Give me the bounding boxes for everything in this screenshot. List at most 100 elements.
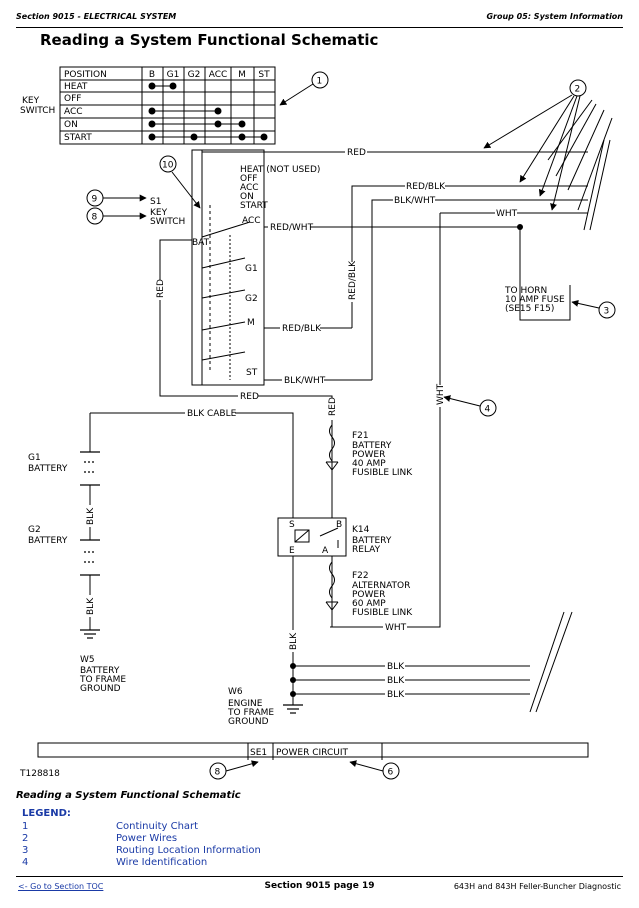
wire-label: BLK/WHT — [394, 196, 436, 206]
terminal-acc: ACC — [242, 216, 261, 226]
junction-dot — [290, 691, 296, 697]
legend-number: 2 — [22, 833, 29, 844]
wire-label: BLK — [289, 632, 299, 650]
terminal-g1: G1 — [245, 264, 258, 274]
switch-position-acc: ACC — [240, 183, 259, 193]
callout-2 — [569, 79, 587, 97]
f22-desc: FUSIBLE LINK — [352, 608, 413, 618]
figure-id: T128818 — [19, 769, 60, 779]
continuity-dot — [238, 120, 246, 128]
chart-row-label: OFF — [64, 94, 81, 104]
legend: 1 Continuity Chart 2 Power Wires 3 Routi… — [22, 821, 342, 869]
chart-row-label: ON — [64, 120, 78, 130]
chart-column-header: G2 — [188, 70, 201, 80]
footer-document-title: 643H and 843H Feller-Buncher Diagnostic — [453, 882, 621, 891]
switch-position-on: ON — [240, 192, 254, 202]
k14-terminal-s: S — [289, 520, 295, 530]
f21-desc: BATTERY — [352, 441, 392, 451]
legend-text: Wire Identification — [116, 857, 208, 868]
callout-2-number: 2 — [575, 85, 581, 95]
continuity-dot — [190, 133, 198, 141]
wire-label: BLK CABLE — [187, 409, 237, 419]
k14-terminal-e: E — [289, 546, 295, 556]
wire-label: RED — [347, 148, 366, 158]
legend-item: 3 Routing Location Information — [22, 845, 342, 857]
f22-id: F22 — [352, 571, 369, 581]
w6-desc: GROUND — [228, 717, 269, 727]
horn-label: TO HORN — [504, 286, 547, 296]
terminal-m: M — [247, 318, 255, 328]
callout-6-number: 6 — [388, 768, 394, 778]
f22-desc: 60 AMP — [352, 599, 386, 609]
g1-id: G1 — [28, 453, 41, 463]
callout-1-number: 1 — [317, 77, 323, 87]
continuity-dot — [238, 133, 246, 141]
continuity-dot — [214, 107, 222, 115]
wire-label: WHT — [436, 383, 446, 405]
wire-label: BLK — [387, 662, 405, 672]
k14-terminal-b: B — [336, 520, 342, 530]
legend-number: 1 — [22, 821, 29, 832]
chart-column-header: B — [149, 70, 155, 80]
wiring — [89, 151, 588, 705]
legend-text: Routing Location Information — [116, 845, 261, 856]
wire-label: BLK/WHT — [284, 376, 326, 386]
chart-column-header: G1 — [167, 70, 180, 80]
f22-desc: ALTERNATOR — [352, 581, 410, 591]
wire-label: WHT — [496, 209, 518, 219]
legend-item: 1 Continuity Chart — [22, 821, 342, 833]
chart-column-header: M — [238, 70, 246, 80]
k14-terminal-a: A — [322, 546, 329, 556]
callout-1 — [311, 71, 329, 89]
switch-position-start: START — [240, 201, 268, 211]
callout-9-number: 9 — [92, 195, 98, 205]
header-rule — [16, 27, 623, 28]
wire-label: BLK — [387, 676, 405, 686]
header-section: Section 9015 - ELECTRICAL SYSTEM — [16, 12, 177, 21]
chart-position-label: POSITION — [64, 70, 107, 80]
f21-desc: FUSIBLE LINK — [352, 468, 413, 478]
chart-row-label: START — [64, 133, 92, 143]
f21-desc: 40 AMP — [352, 459, 386, 469]
continuity-dot — [148, 133, 156, 141]
wire-label: RED/WHT — [270, 223, 314, 233]
junction-dot — [517, 224, 523, 230]
g2-id: G2 — [28, 525, 41, 535]
wire-label: RED/BLK — [406, 182, 446, 192]
continuity-dot — [214, 120, 222, 128]
wire-label: RED — [240, 392, 259, 402]
continuity-dot — [148, 120, 156, 128]
circuit-bar — [37, 742, 589, 760]
key-switch-name: KEY — [150, 208, 168, 218]
g1-desc: BATTERY — [28, 464, 68, 474]
k14-desc: RELAY — [352, 545, 381, 555]
section-toc-link[interactable]: <- Go to Section TOC — [18, 882, 104, 891]
legend-number: 3 — [22, 845, 29, 856]
key-switch-id: S1 — [150, 197, 161, 207]
switch-position-heat: HEAT (NOT USED) — [240, 165, 320, 175]
w6-id: W6 — [228, 687, 243, 697]
continuity-dot — [260, 133, 268, 141]
callout-10-number: 10 — [162, 161, 174, 171]
wire-label: BLK — [86, 507, 96, 525]
figure-caption: Reading a System Functional Schematic — [16, 790, 241, 801]
terminal-st: ST — [246, 368, 258, 378]
f21-id: F21 — [352, 431, 369, 441]
k14-desc: BATTERY — [352, 536, 392, 546]
wire-label: RED — [328, 397, 338, 416]
callout-4 — [479, 399, 497, 417]
f21-desc: POWER — [352, 450, 385, 460]
wire-label: WHT — [385, 623, 407, 633]
callout-10 — [159, 155, 177, 173]
horn-label: (SE15 F15) — [505, 304, 554, 314]
wire-label: RED/BLK — [282, 324, 322, 334]
wire-label: RED — [156, 279, 166, 298]
wire-label: RED/BLK — [348, 260, 358, 300]
legend-text: Continuity Chart — [116, 821, 199, 832]
continuity-chart — [59, 66, 276, 145]
callout-8-number: 8 — [92, 213, 98, 223]
footer-page-number: Section 9015 page 19 — [264, 881, 375, 891]
w5-desc: TO FRAME — [79, 675, 126, 685]
w5-desc: GROUND — [80, 684, 121, 694]
